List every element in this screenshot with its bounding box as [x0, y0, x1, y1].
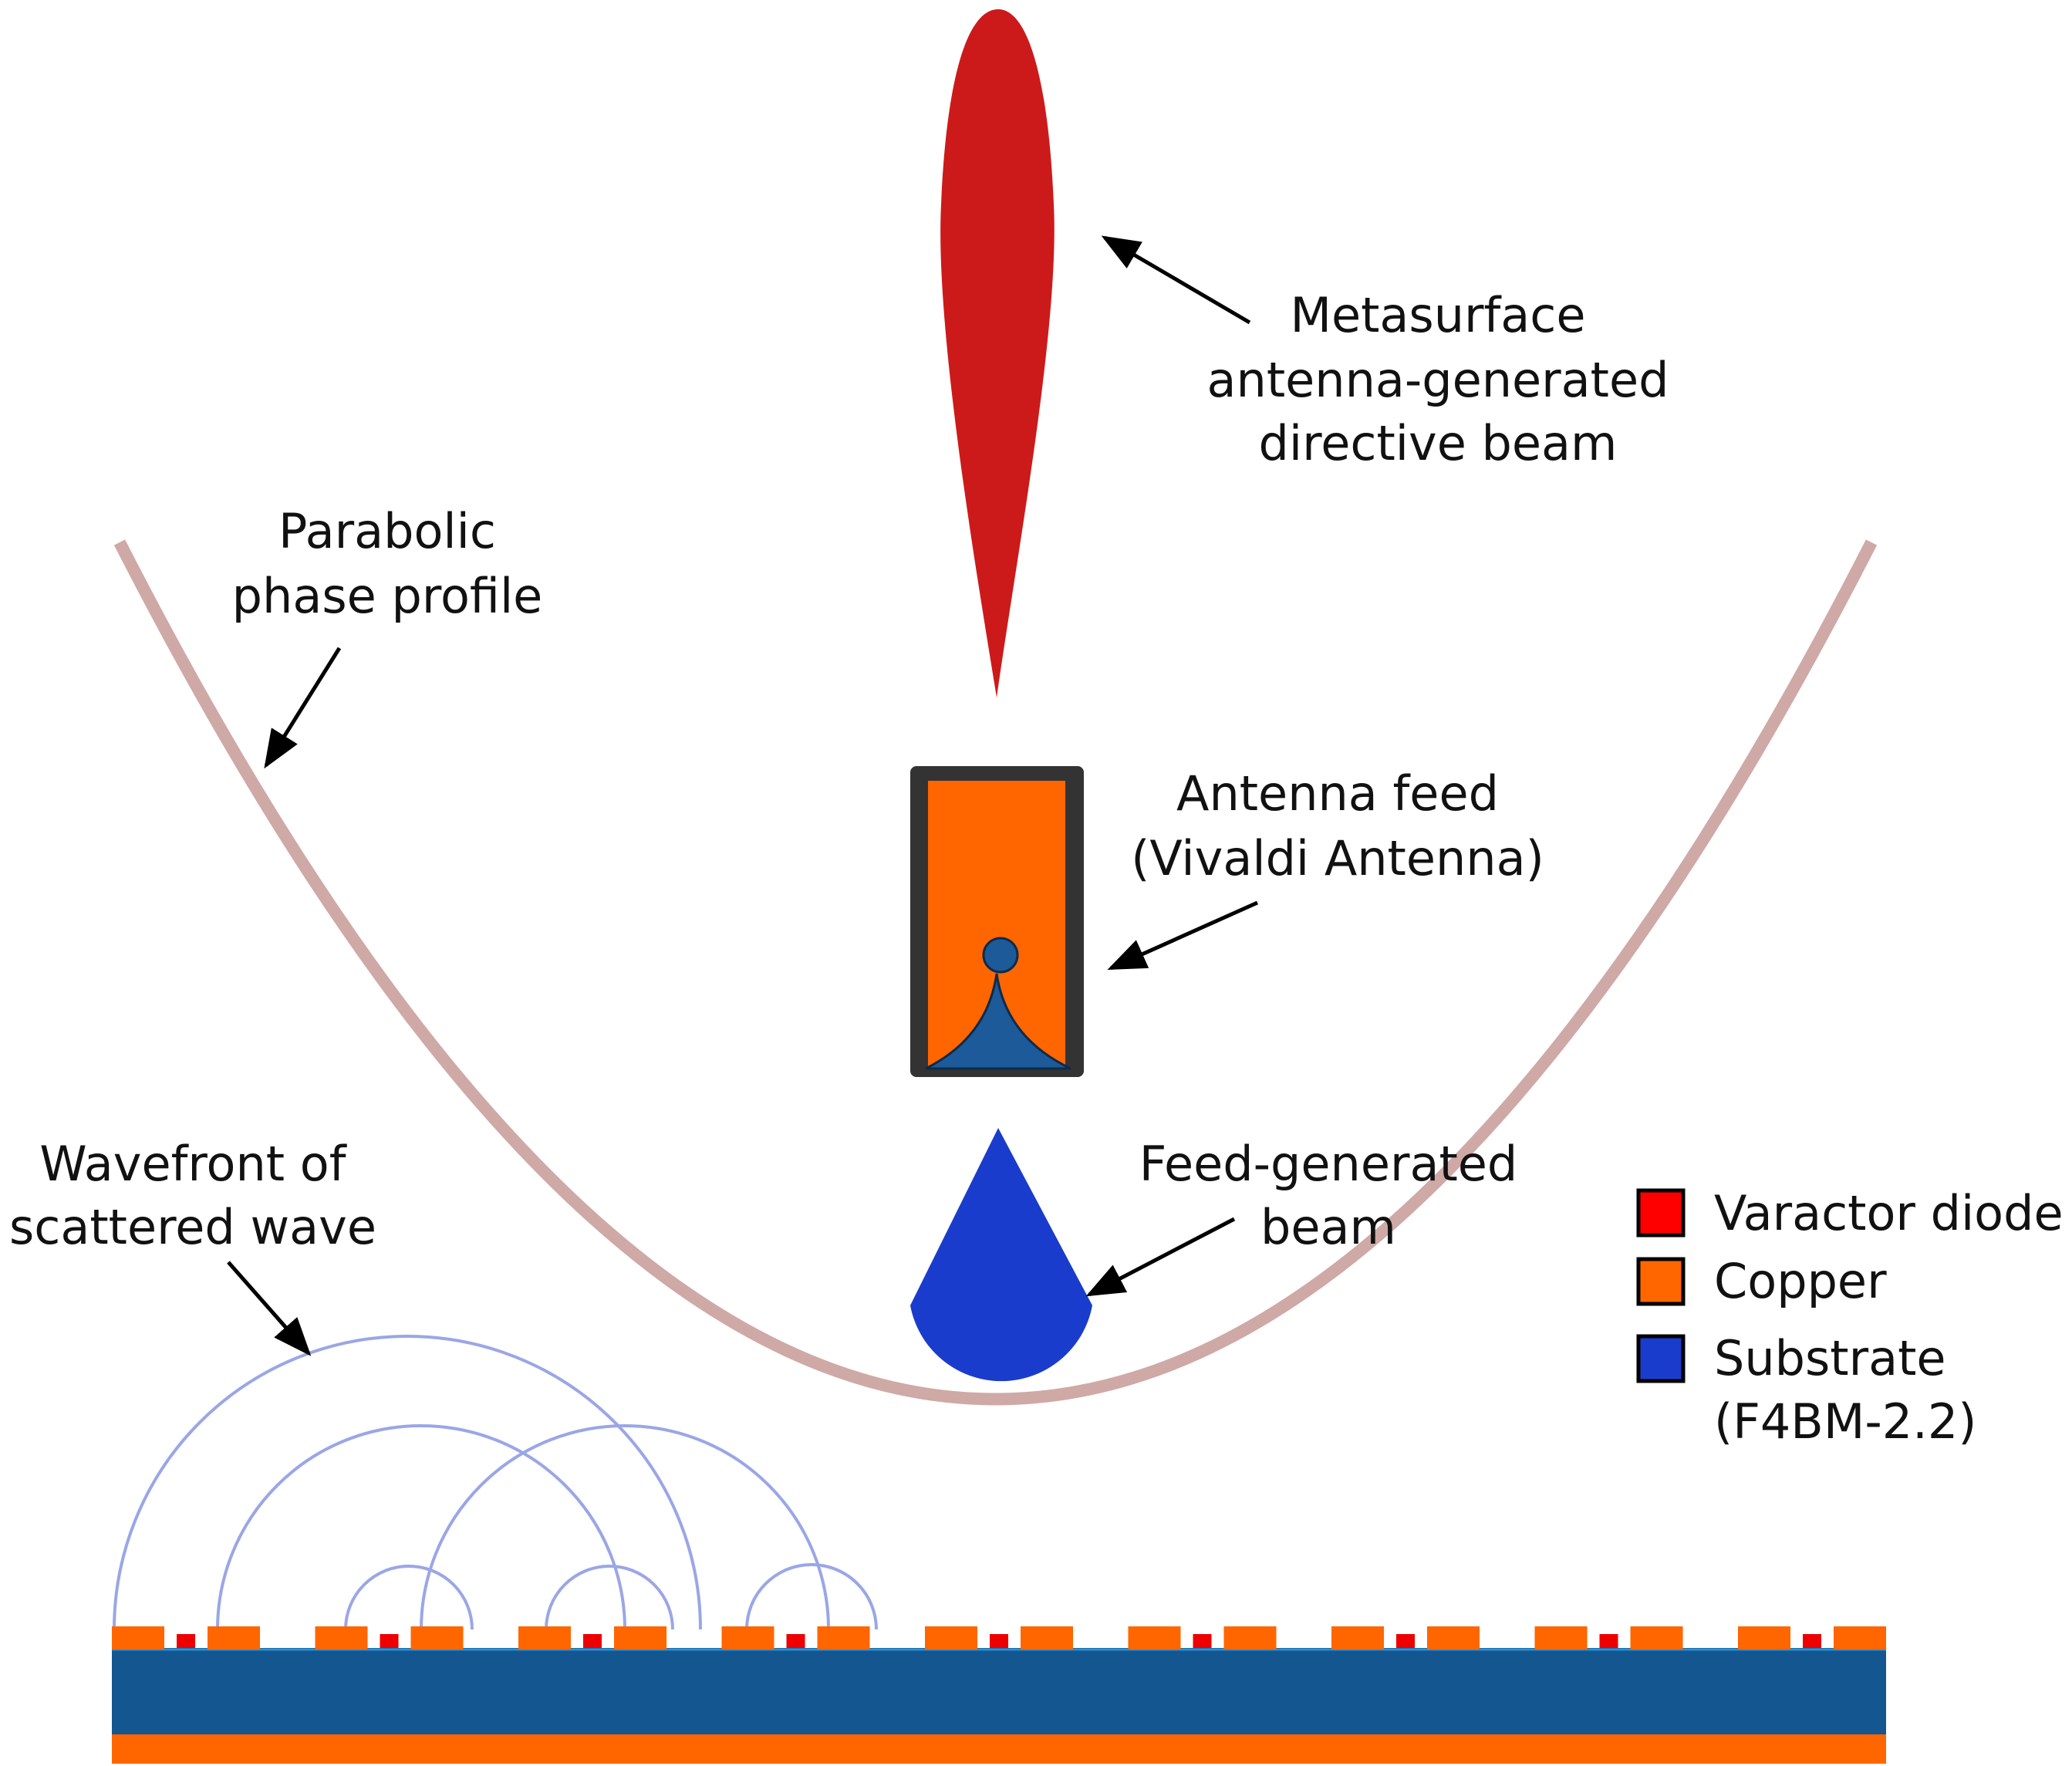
varactor-diode — [990, 1634, 1008, 1648]
label-antenna-feed: Antenna feed (Vivaldi Antenna) — [1131, 765, 1544, 886]
copper-pad-left — [1534, 1626, 1588, 1650]
vivaldi-flare — [925, 973, 1071, 1070]
legend-label-copper: Copper — [1714, 1253, 1887, 1309]
legend-label-substrate: Substrate — [1714, 1330, 1946, 1386]
legend-item-varactor: Varactor diode — [1636, 1185, 2064, 1241]
copper-pad-left — [1331, 1626, 1384, 1650]
copper-pad-left — [112, 1626, 164, 1650]
arrow-parabolic — [264, 647, 342, 769]
label-metasurface-beam: Metasurface antenna-generated directive … — [1207, 287, 1669, 471]
unit-cell — [1331, 1626, 1480, 1650]
varactor-diode — [380, 1634, 399, 1648]
copper-pad-right — [1427, 1626, 1480, 1650]
legend-label-substrate-material: (F4BM-2.2) — [1714, 1393, 1977, 1450]
wavefront-arc-large — [113, 1335, 702, 1630]
arrow-directive-beam — [1101, 235, 1251, 325]
unit-cell — [112, 1626, 260, 1650]
label-antenna-feed-line2: (Vivaldi Antenna) — [1131, 830, 1544, 886]
wavefront-arc-small-1 — [344, 1565, 474, 1630]
label-metasurface-beam-line3: directive beam — [1259, 415, 1618, 471]
copper-pad-right — [1630, 1626, 1683, 1650]
unit-cell — [1128, 1626, 1277, 1650]
label-metasurface-beam-line2: antenna-generated — [1207, 352, 1669, 408]
metasurface — [112, 1626, 1886, 1764]
parabolic-phase-curve — [113, 539, 1878, 1406]
unit-cell — [1534, 1626, 1683, 1650]
varactor-diode — [583, 1634, 602, 1648]
copper-pad-right — [1834, 1626, 1886, 1650]
unit-cell — [315, 1626, 464, 1650]
label-wavefront: Wavefront of scattered wave — [9, 1136, 376, 1255]
unit-cell — [1738, 1626, 1886, 1650]
label-feed-beam-line2: beam — [1260, 1199, 1396, 1255]
copper-pad-right — [1021, 1626, 1073, 1650]
feed-beam — [910, 1128, 1092, 1382]
unit-cells — [112, 1626, 1886, 1650]
label-feed-beam: Feed-generated beam — [1139, 1136, 1518, 1255]
directive-beam — [940, 9, 1055, 697]
label-feed-beam-line1: Feed-generated — [1139, 1136, 1518, 1192]
label-antenna-feed-line1: Antenna feed — [1176, 765, 1499, 822]
legend-label-varactor: Varactor diode — [1714, 1185, 2064, 1241]
arrows — [227, 235, 1259, 1356]
copper-pad-right — [614, 1626, 666, 1650]
varactor-diode — [786, 1634, 805, 1648]
vivaldi-antenna — [910, 766, 1084, 1077]
wavefront-arc-small-3 — [745, 1563, 878, 1630]
copper-pad-right — [208, 1626, 260, 1650]
unit-cell — [721, 1626, 870, 1650]
label-wavefront-line1: Wavefront of — [39, 1136, 347, 1192]
label-metasurface-beam-line1: Metasurface — [1290, 287, 1585, 343]
substrate-layer — [112, 1648, 1886, 1734]
copper-pad-left — [518, 1626, 571, 1650]
arrow-antenna-feed — [1107, 900, 1259, 971]
arrow-wavefront — [227, 1261, 312, 1356]
vivaldi-cavity — [982, 937, 1019, 974]
varactor-diode — [1396, 1634, 1415, 1648]
legend-swatch-copper — [1636, 1257, 1686, 1306]
varactor-diode — [1193, 1634, 1212, 1648]
wavefront-arc-small-2 — [545, 1565, 674, 1630]
copper-pad-left — [1128, 1626, 1181, 1650]
scattered-wavefronts — [113, 1335, 878, 1630]
copper-pad-left — [315, 1626, 368, 1650]
ground-plane-copper — [112, 1734, 1886, 1764]
label-wavefront-line2: scattered wave — [9, 1199, 376, 1255]
label-parabolic: Parabolic phase profile — [232, 503, 543, 624]
copper-pad-right — [410, 1626, 464, 1650]
wavefront-arc-medium-1 — [216, 1424, 626, 1630]
varactor-diode — [177, 1634, 195, 1648]
label-parabolic-line2: phase profile — [232, 568, 543, 624]
copper-pad-right — [817, 1626, 870, 1650]
legend-item-copper: Copper — [1636, 1253, 1887, 1309]
wavefront-arc-medium-2 — [420, 1424, 830, 1630]
unit-cell — [518, 1626, 666, 1650]
varactor-diode — [1599, 1634, 1618, 1648]
legend-swatch-substrate — [1636, 1334, 1686, 1383]
unit-cell — [925, 1626, 1073, 1650]
copper-pad-left — [1738, 1626, 1790, 1650]
varactor-diode — [1803, 1634, 1821, 1648]
copper-pad-left — [925, 1626, 977, 1650]
copper-pad-right — [1223, 1626, 1277, 1650]
legend-swatch-varactor — [1636, 1188, 1686, 1238]
copper-pad-left — [721, 1626, 774, 1650]
arrow-feed-beam — [1085, 1217, 1236, 1297]
legend: Varactor diode Copper Substrate (F4BM-2.… — [1636, 1185, 2064, 1450]
label-parabolic-line1: Parabolic — [278, 503, 496, 559]
legend-item-substrate: Substrate (F4BM-2.2) — [1636, 1330, 1977, 1450]
